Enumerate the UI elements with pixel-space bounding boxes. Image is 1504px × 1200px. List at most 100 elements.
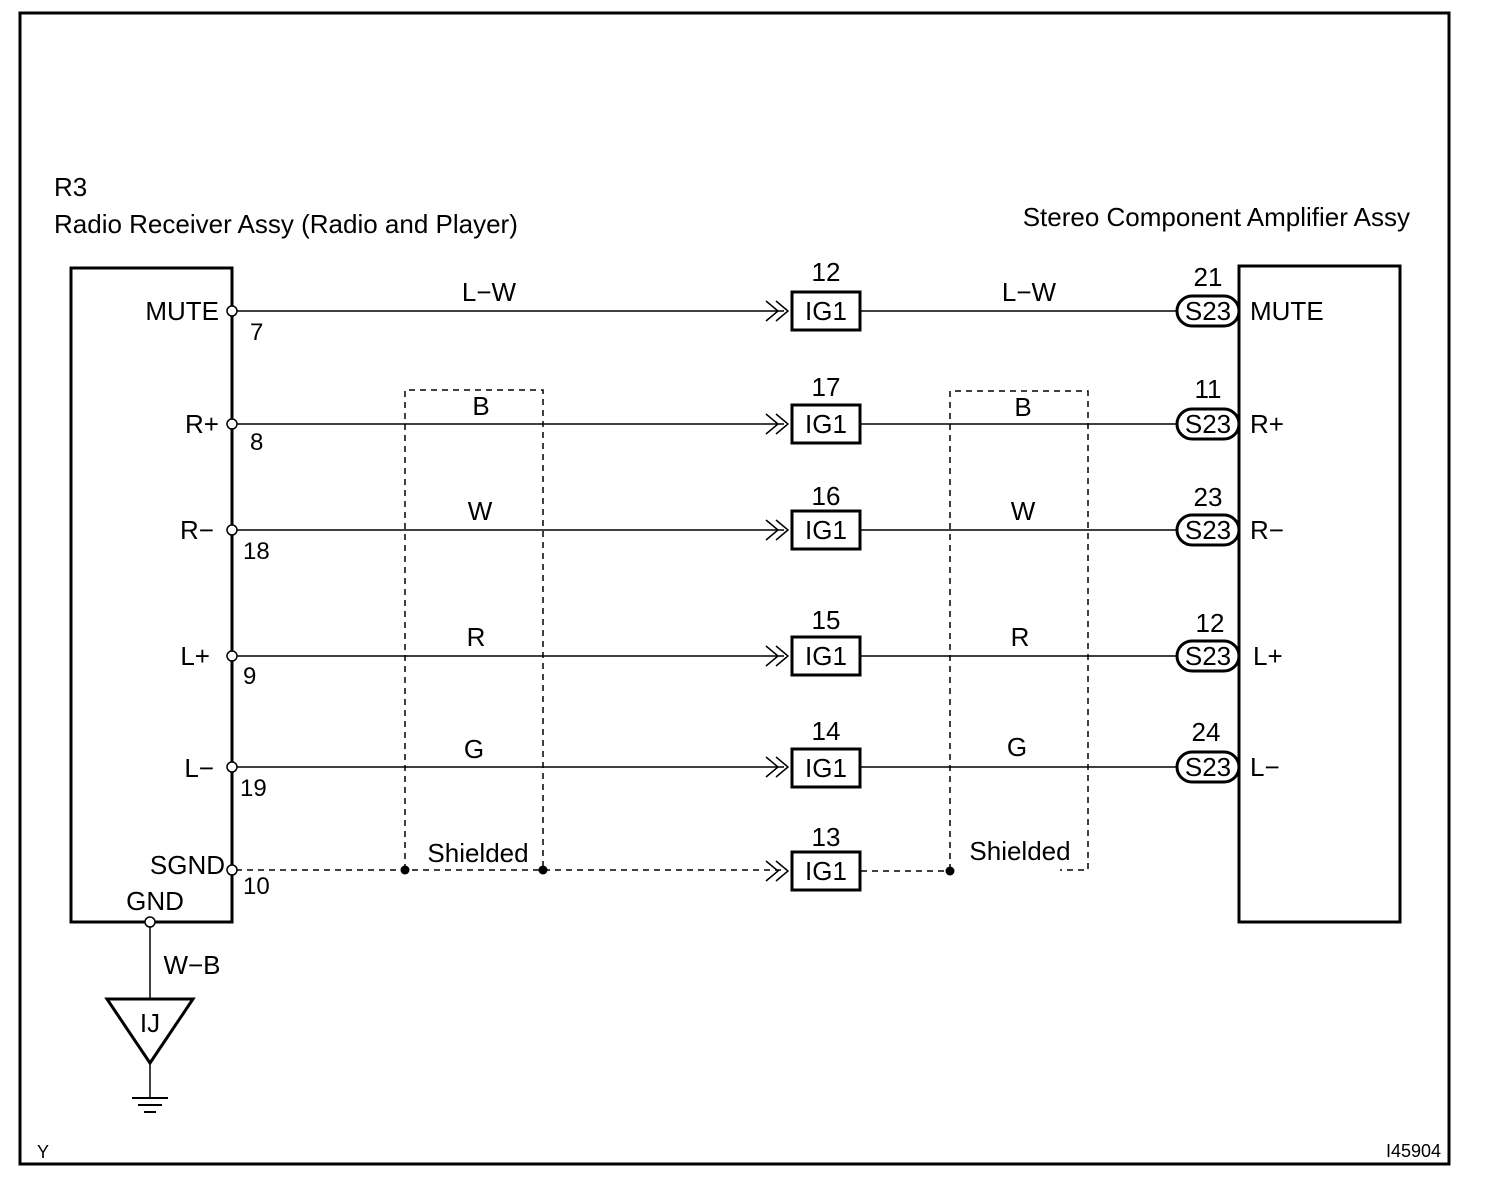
wire-color-left: G: [464, 734, 484, 764]
amp-pin: 23: [1194, 482, 1223, 512]
left-pin: 10: [243, 873, 270, 900]
right-terminal-label: R−: [1250, 515, 1284, 545]
junction-pin: 15: [812, 605, 841, 635]
junction-label: IG1: [805, 753, 847, 783]
amp-connector-label: S23: [1185, 296, 1231, 326]
shield-box-left: [404, 389, 544, 870]
amplifier-box: [1237, 264, 1402, 924]
junction-label: IG1: [805, 641, 847, 671]
junction-label: IG1: [805, 296, 847, 326]
amp-connector-label: S23: [1185, 515, 1231, 545]
junction-label: IG1: [805, 856, 847, 886]
junction-arrow-icon: [765, 645, 790, 667]
ground-circuit: GND W−B IJ: [104, 886, 221, 1113]
junction-box: [790, 635, 862, 677]
terminal-circle: [144, 916, 156, 928]
left-terminal-label: MUTE: [145, 296, 219, 326]
left-terminal-label: L+: [180, 641, 210, 671]
terminal-circle: [226, 418, 238, 430]
right-terminal-label: L−: [1250, 752, 1280, 782]
terminal-circle: [226, 650, 238, 662]
ground-point-icon: [104, 997, 196, 1066]
left-terminal-label: L−: [184, 753, 214, 783]
junction-arrow-icon: [765, 860, 790, 882]
amp-pin: 12: [1196, 608, 1225, 638]
amp-connector-oval: [1175, 750, 1241, 784]
receiver-box: [69, 266, 234, 924]
receiver-code: R3: [54, 172, 87, 202]
amp-connector-oval: [1175, 294, 1241, 328]
wire-color-right: G: [1007, 732, 1027, 762]
shield-splice-dot: [400, 865, 410, 875]
wire-color-left: B: [472, 391, 489, 421]
shield-splice-dot: [538, 865, 548, 875]
wire-color-left: L−W: [462, 277, 517, 307]
wire-row-l-minus: IG1 14 S23 24 L− 19 G G L−: [184, 716, 1279, 802]
left-terminal-label: R+: [185, 409, 219, 439]
terminal-circle: [226, 864, 238, 876]
junction-arrow-icon: [765, 300, 790, 322]
amp-pin: 24: [1192, 717, 1221, 747]
wire-color-right: L−W: [1002, 277, 1057, 307]
right-terminal-label: R+: [1250, 409, 1284, 439]
corner-code: Y: [37, 1142, 49, 1162]
junction-arrow-icon: [765, 519, 790, 541]
terminal-circle: [226, 761, 238, 773]
junction-pin: 16: [812, 481, 841, 511]
diagram-frame: [18, 11, 1451, 1166]
junction-pin: 17: [812, 372, 841, 402]
figure-id: I45904: [1386, 1141, 1441, 1161]
wire-row-r-minus: IG1 16 S23 23 R− 18 W W R−: [180, 481, 1284, 565]
left-terminal-label: R−: [180, 515, 214, 545]
amplifier-name: Stereo Component Amplifier Assy: [1023, 202, 1410, 232]
wire-color-right: W: [1011, 496, 1036, 526]
junction-box: [790, 850, 862, 892]
junction-box: [790, 747, 862, 789]
junction-label: IG1: [805, 409, 847, 439]
amp-connector-label: S23: [1185, 752, 1231, 782]
amp-connector-oval: [1175, 513, 1241, 547]
junction-label: IG1: [805, 515, 847, 545]
amp-connector-label: S23: [1185, 409, 1231, 439]
junction-pin: 14: [812, 716, 841, 746]
left-pin: 9: [243, 663, 256, 690]
ground-wire-color: W−B: [163, 950, 220, 980]
right-terminal-label: MUTE: [1250, 296, 1324, 326]
shielded-label-left: Shielded: [427, 838, 528, 868]
amp-pin: 11: [1195, 374, 1222, 404]
earth-ground-icon: [132, 1097, 168, 1113]
left-pin: 8: [250, 429, 263, 456]
wire-row-r-plus: IG1 17 S23 11 R+ 8 B B R+: [185, 372, 1284, 456]
junction-pin: 13: [812, 822, 841, 852]
wire-color-left: W: [468, 496, 493, 526]
junction-box: [790, 290, 862, 332]
wire-color-right: B: [1014, 392, 1031, 422]
amp-connector-oval: [1175, 639, 1241, 673]
junction-box: [790, 509, 862, 551]
left-terminal-label: SGND: [150, 850, 225, 880]
wire-color-right: R: [1011, 622, 1030, 652]
ground-point-label: IJ: [140, 1008, 160, 1038]
left-pin: 18: [243, 538, 270, 565]
wire-color-left: R: [467, 622, 486, 652]
amp-pin: 21: [1194, 262, 1223, 292]
right-terminal-label: L+: [1253, 641, 1283, 671]
junction-arrow-icon: [765, 756, 790, 778]
left-pin: 7: [250, 319, 263, 346]
terminal-circle: [226, 305, 238, 317]
amp-connector-label: S23: [1185, 641, 1231, 671]
wire-row-sgnd: IG1 13 SGND 10 Shielded Shielded: [150, 822, 1071, 900]
wire-row-l-plus: IG1 15 S23 12 L+ 9 R R L+: [180, 605, 1282, 690]
gnd-terminal-label: GND: [126, 886, 184, 916]
shield-box-right: [949, 390, 1089, 871]
junction-arrow-icon: [765, 413, 790, 435]
left-pin: 19: [240, 775, 267, 802]
terminal-circle: [226, 524, 238, 536]
amp-connector-oval: [1175, 407, 1241, 441]
junction-pin: 12: [812, 257, 841, 287]
shielded-label-right: Shielded: [969, 836, 1070, 866]
shield-splice-dot: [945, 866, 955, 876]
junction-box: [790, 403, 862, 445]
receiver-name: Radio Receiver Assy (Radio and Player): [54, 209, 518, 239]
